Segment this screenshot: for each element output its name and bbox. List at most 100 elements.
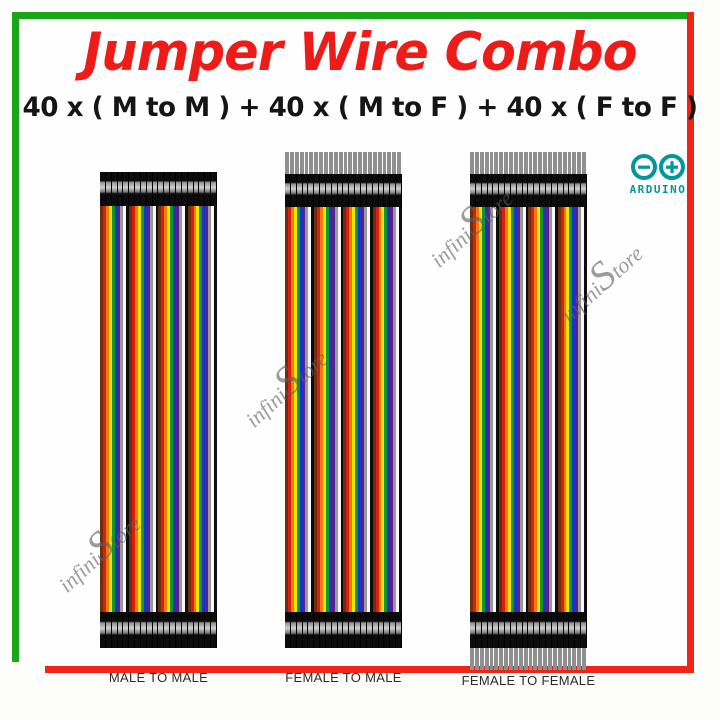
connector-slot <box>170 612 176 648</box>
pin <box>324 152 328 174</box>
pin <box>562 648 567 670</box>
pin <box>387 152 392 174</box>
wire-white <box>152 205 156 612</box>
connector-slot <box>105 172 112 206</box>
connector-slot <box>181 172 188 206</box>
wire-yellow <box>293 205 297 612</box>
connector-slot <box>129 172 136 206</box>
connector-slot <box>349 612 356 648</box>
pin <box>557 152 562 174</box>
connector-slot <box>528 174 535 207</box>
wire-purple <box>516 205 520 612</box>
connector-slot <box>475 612 482 648</box>
pin <box>499 648 504 670</box>
wire-gray <box>578 205 582 612</box>
connector-slot <box>100 612 106 648</box>
pin <box>484 152 489 174</box>
header-pins <box>470 152 587 174</box>
connector-slot <box>146 612 153 648</box>
pin <box>509 152 513 174</box>
wire-yellow <box>196 205 200 612</box>
wire-white <box>211 205 214 612</box>
connector-slot <box>581 612 587 648</box>
connector-slot <box>493 612 500 648</box>
connector-slot <box>290 174 297 207</box>
connector-slot <box>343 174 350 207</box>
connector-slot <box>551 174 558 207</box>
connector-slot <box>158 172 165 206</box>
wire-gray <box>149 205 153 612</box>
wire-green <box>355 205 359 612</box>
connector-slot <box>557 174 564 207</box>
connector-housing <box>470 174 587 207</box>
wire-black <box>369 205 373 612</box>
wire-white <box>493 205 497 612</box>
pin <box>377 152 382 174</box>
connector-housing <box>100 612 217 648</box>
wire-yellow <box>566 205 570 612</box>
pin <box>567 648 572 670</box>
pin <box>562 152 567 174</box>
pin <box>479 648 484 670</box>
connector-slot <box>100 172 106 206</box>
pin <box>348 152 353 174</box>
connector-slot <box>516 174 523 207</box>
pin <box>513 152 518 174</box>
connector-slot <box>205 612 212 648</box>
wire-black <box>525 205 529 612</box>
pin <box>328 152 333 174</box>
wire-red <box>531 205 535 612</box>
wire-brown <box>499 205 503 612</box>
bundle-caption-male-to-male: MALE TO MALE <box>108 670 209 685</box>
connector-slot <box>487 612 494 648</box>
connector-slot <box>302 612 309 648</box>
pin <box>548 648 552 670</box>
pin <box>489 152 494 174</box>
wire-green <box>540 205 544 612</box>
connector-slot <box>146 172 153 206</box>
pin <box>489 648 494 670</box>
pin <box>572 648 577 670</box>
wire-yellow <box>507 205 511 612</box>
connector-housing <box>470 612 587 648</box>
wire-yellow <box>352 205 356 612</box>
wire-bundle-male-to-male <box>100 0 217 720</box>
connector-slot <box>540 612 546 648</box>
pin <box>543 152 547 174</box>
connector-slot <box>378 612 385 648</box>
wire-red <box>132 205 136 612</box>
wire-brown <box>314 205 318 612</box>
connector-housing <box>285 612 402 648</box>
connector-slot <box>296 174 303 207</box>
pin <box>523 152 528 174</box>
pin <box>470 648 474 670</box>
connector-slot <box>563 174 570 207</box>
bundle-caption-female-to-female: FEMALE TO FEMALE <box>461 673 596 688</box>
wire-green <box>569 205 573 612</box>
connector-slot <box>366 612 373 648</box>
wire-purple <box>302 205 306 612</box>
wire-blue <box>173 205 176 612</box>
connector-slot <box>337 174 344 207</box>
wire-brown <box>100 205 103 612</box>
wire-orange <box>378 205 382 612</box>
pin <box>552 648 557 670</box>
connector-slot <box>211 612 217 648</box>
connector-slot <box>331 174 338 207</box>
pin <box>504 152 508 174</box>
wire-white <box>337 205 341 612</box>
wire-green <box>199 205 203 612</box>
wire-blue <box>572 205 576 612</box>
pin <box>343 152 348 174</box>
wire-blue <box>143 205 147 612</box>
wire-orange <box>193 205 197 612</box>
wire-purple <box>117 205 121 612</box>
connector-slot <box>129 612 136 648</box>
pin <box>397 152 401 174</box>
pin <box>392 152 397 174</box>
wire-white <box>551 205 555 612</box>
arduino-infinity-icon <box>631 154 685 180</box>
wire-brown <box>158 205 162 612</box>
connector-slot <box>396 174 402 207</box>
wire-orange <box>563 205 567 612</box>
